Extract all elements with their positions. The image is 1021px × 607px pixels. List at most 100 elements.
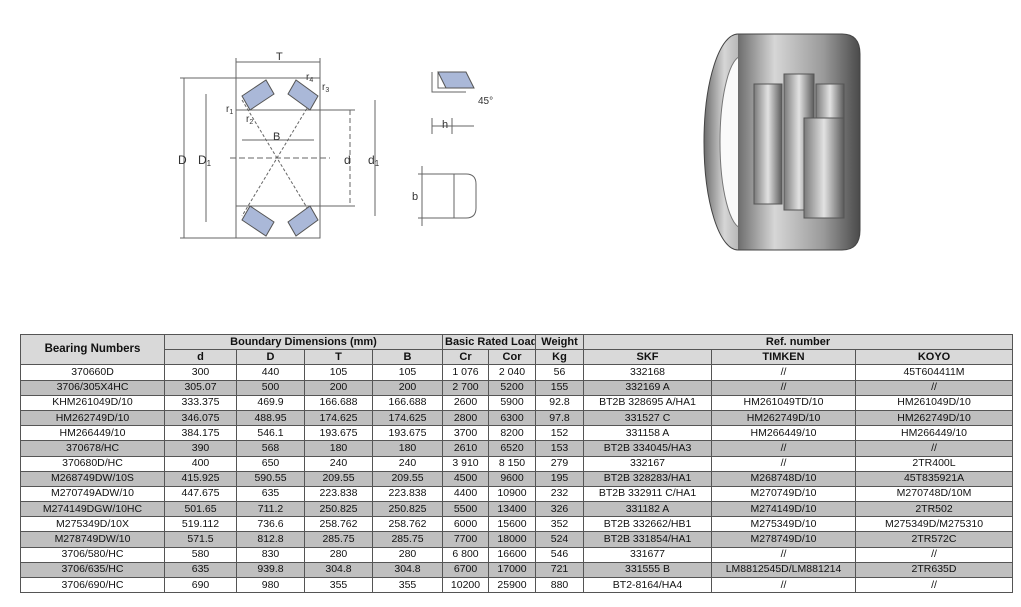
cell-skf: 331555 B xyxy=(583,561,713,579)
label-r1: r1 xyxy=(226,104,233,116)
cell-B: 174.625 xyxy=(372,409,443,427)
cell-d: 690 xyxy=(164,576,237,594)
label-h: h xyxy=(442,119,448,131)
cell-timken: M268748D/10 xyxy=(711,470,857,487)
cell-skf: BT2B 328283/HA1 xyxy=(583,470,713,487)
cell-T: 240 xyxy=(304,455,373,472)
detail-b xyxy=(418,166,477,226)
label-r2: r2 xyxy=(246,114,253,126)
cell-skf: 331182 A xyxy=(583,501,713,518)
cell-B: 355 xyxy=(372,576,443,594)
header-boundary-dimensions: Boundary Dimensions (mm) xyxy=(164,333,443,351)
header-col-T: T xyxy=(304,349,373,366)
cell-bearing-number: M278749DW/10 xyxy=(20,531,165,548)
cell-Cr: 4400 xyxy=(442,485,489,503)
cell-D: 980 xyxy=(236,576,305,594)
cell-timken: HM262749D/10 xyxy=(711,409,857,427)
cell-Cr: 6700 xyxy=(442,561,489,579)
cell-Cor: 16600 xyxy=(487,546,537,563)
cell-Cr: 4500 xyxy=(442,470,489,487)
cell-bearing-number: M268749DW/10S xyxy=(20,470,165,487)
cell-koyo: 2TR572C xyxy=(855,531,1014,548)
cell-d: 305.07 xyxy=(164,379,237,396)
label-D: D xyxy=(178,153,187,167)
header-row-top: Bearing Numbers Boundary Dimensions (mm)… xyxy=(20,333,1014,366)
cell-d: 571.5 xyxy=(164,531,237,548)
cell-D: 812.8 xyxy=(236,531,305,548)
label-T: T xyxy=(276,51,283,63)
cell-D: 568 xyxy=(236,440,305,457)
cell-weight-kg: 232 xyxy=(535,485,585,503)
header-col-Cr: Cr xyxy=(442,349,489,366)
cell-B: 209.55 xyxy=(372,470,443,487)
header-col-TIMKEN: TIMKEN xyxy=(711,349,857,366)
cell-bearing-number: HM262749D/10 xyxy=(20,409,165,427)
cell-koyo: 2TR502 xyxy=(855,501,1014,518)
label-b: b xyxy=(412,191,418,203)
cell-Cor: 15600 xyxy=(487,516,537,533)
bearing-spec-table: Bearing Numbers Boundary Dimensions (mm)… xyxy=(20,333,1014,594)
cell-bearing-number: 370680D/HC xyxy=(20,455,165,472)
cell-weight-kg: 155 xyxy=(535,379,585,396)
cell-T: 258.762 xyxy=(304,516,373,533)
cell-Cor: 9600 xyxy=(487,470,537,487)
cell-bearing-number: M274149DGW/10HC xyxy=(20,501,165,518)
cell-timken: HM266449/10 xyxy=(711,425,857,442)
cell-B: 200 xyxy=(372,379,443,396)
cell-weight-kg: 721 xyxy=(535,561,585,579)
header-col-d: d xyxy=(164,349,237,366)
cell-Cor: 5900 xyxy=(487,394,537,411)
cell-timken: M270749D/10 xyxy=(711,485,857,503)
cell-weight-kg: 546 xyxy=(535,546,585,563)
cell-T: 180 xyxy=(304,440,373,457)
cell-T: 285.75 xyxy=(304,531,373,548)
cell-koyo: // xyxy=(855,546,1014,563)
cell-B: 304.8 xyxy=(372,561,443,579)
cell-D: 488.95 xyxy=(236,409,305,427)
cell-timken: // xyxy=(711,455,857,472)
cell-weight-kg: 92.8 xyxy=(535,394,585,411)
cell-Cor: 8 150 xyxy=(487,455,537,472)
cell-B: 193.675 xyxy=(372,425,443,442)
cell-weight-kg: 97.8 xyxy=(535,409,585,427)
cell-B: 180 xyxy=(372,440,443,457)
cell-d: 415.925 xyxy=(164,470,237,487)
cell-timken: M274149D/10 xyxy=(711,501,857,518)
cell-bearing-number: 370660D xyxy=(20,364,165,381)
cell-d: 580 xyxy=(164,546,237,563)
cell-koyo: M270748D/10M xyxy=(855,485,1014,503)
cell-skf: BT2B 334045/HA3 xyxy=(583,440,713,457)
cell-D: 546.1 xyxy=(236,425,305,442)
cell-timken: // xyxy=(711,576,857,594)
cell-Cor: 17000 xyxy=(487,561,537,579)
cell-D: 711.2 xyxy=(236,501,305,518)
figure-area: T r4 r3 r1 r2 B D D1 d d1 45° h b xyxy=(178,33,861,251)
cell-d: 300 xyxy=(164,364,237,381)
cell-B: 280 xyxy=(372,546,443,563)
label-r4: r4 xyxy=(306,72,313,84)
cell-weight-kg: 152 xyxy=(535,425,585,442)
cell-Cr: 2800 xyxy=(442,409,489,427)
cell-Cor: 25900 xyxy=(487,576,537,594)
cell-Cor: 2 040 xyxy=(487,364,537,381)
cell-timken: M275349D/10 xyxy=(711,516,857,533)
cell-timken: M278749D/10 xyxy=(711,531,857,548)
cell-d: 390 xyxy=(164,440,237,457)
cell-D: 830 xyxy=(236,546,305,563)
header-col-SKF: SKF xyxy=(583,349,713,366)
cell-koyo: HM266449/10 xyxy=(855,425,1014,442)
cell-Cr: 3 910 xyxy=(442,455,489,472)
cell-T: 223.838 xyxy=(304,485,373,503)
header-row-sub: d D T B Cr Cor Kg SKF TIMKEN KOYO xyxy=(21,349,1014,366)
cell-bearing-number: 3706/635/HC xyxy=(20,561,165,579)
cell-Cr: 6000 xyxy=(442,516,489,533)
detail-chamfer xyxy=(431,72,474,134)
